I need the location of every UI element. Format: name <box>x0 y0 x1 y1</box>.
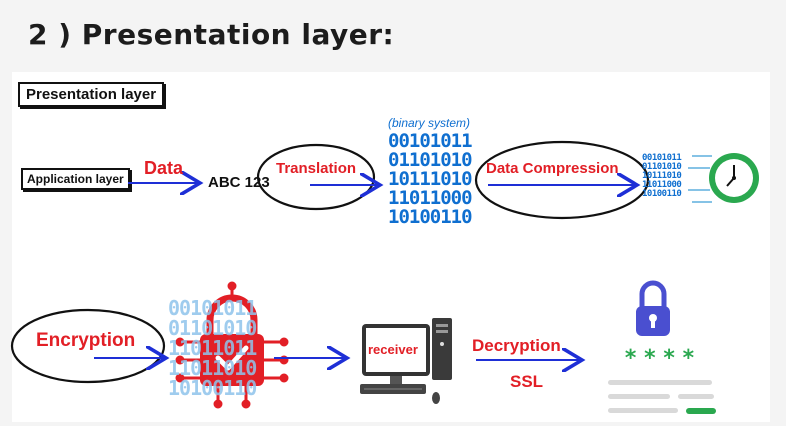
encrypted-line: 00101011 <box>168 296 257 320</box>
encrypted-line: 11011010 <box>168 356 257 380</box>
application-layer-box: Application layer <box>21 168 130 190</box>
diagram-canvas: Presentation layer Application layer <box>10 72 770 422</box>
receiver-label: receiver <box>368 342 418 357</box>
padlock-icon <box>636 280 670 336</box>
presentation-layer-box: Presentation layer <box>18 82 165 107</box>
decryption-label: Decryption <box>472 336 561 355</box>
encrypted-line: 10100110 <box>168 376 257 400</box>
binary-line: 01101010 <box>388 149 473 171</box>
compressed-line: 10100110 <box>642 189 682 199</box>
placeholder-line <box>608 408 678 413</box>
binary-line: 10100110 <box>388 206 473 228</box>
placeholder-line <box>678 394 714 399</box>
encrypted-lock-icon <box>175 281 289 409</box>
encrypted-binary-block: 00101011 01101010 11011011 11011010 1010… <box>168 296 257 400</box>
ssl-label: SSL <box>510 372 544 391</box>
encrypted-line: 01101010 <box>168 316 257 340</box>
compressed-binary-block: 00101011 01101010 10111010 11011000 1010… <box>642 153 682 199</box>
compressed-line: 01101010 <box>642 162 682 172</box>
password-mask: **** <box>624 346 701 371</box>
translation-ellipse <box>256 143 376 211</box>
success-indicator <box>686 408 716 414</box>
data-label: Data <box>144 158 184 178</box>
encryption-label: Encryption <box>36 330 136 351</box>
placeholder-line <box>608 394 670 399</box>
binary-line: 11011000 <box>388 187 473 209</box>
binary-line: 10111010 <box>388 168 473 190</box>
diagram-shapes <box>10 140 759 414</box>
translation-label: Translation <box>276 160 357 177</box>
binary-caption: (binary system) <box>388 116 471 130</box>
compressed-line: 10111010 <box>642 171 682 181</box>
data-compression-label: Data Compression <box>486 160 619 177</box>
binary-line: 00101011 <box>388 130 473 152</box>
page-title: 2 ) Presentation layer: <box>28 18 395 51</box>
abc-text: ABC 123 <box>208 174 270 191</box>
clock-icon <box>688 153 759 203</box>
compressed-line: 00101011 <box>642 153 682 163</box>
encrypted-line: 11011011 <box>168 336 257 360</box>
placeholder-line <box>608 380 712 385</box>
computer-icon <box>360 318 452 404</box>
compressed-line: 11011000 <box>642 180 682 190</box>
binary-block: 00101011 01101010 10111010 11011000 1010… <box>388 130 473 228</box>
compression-ellipse <box>474 140 650 220</box>
